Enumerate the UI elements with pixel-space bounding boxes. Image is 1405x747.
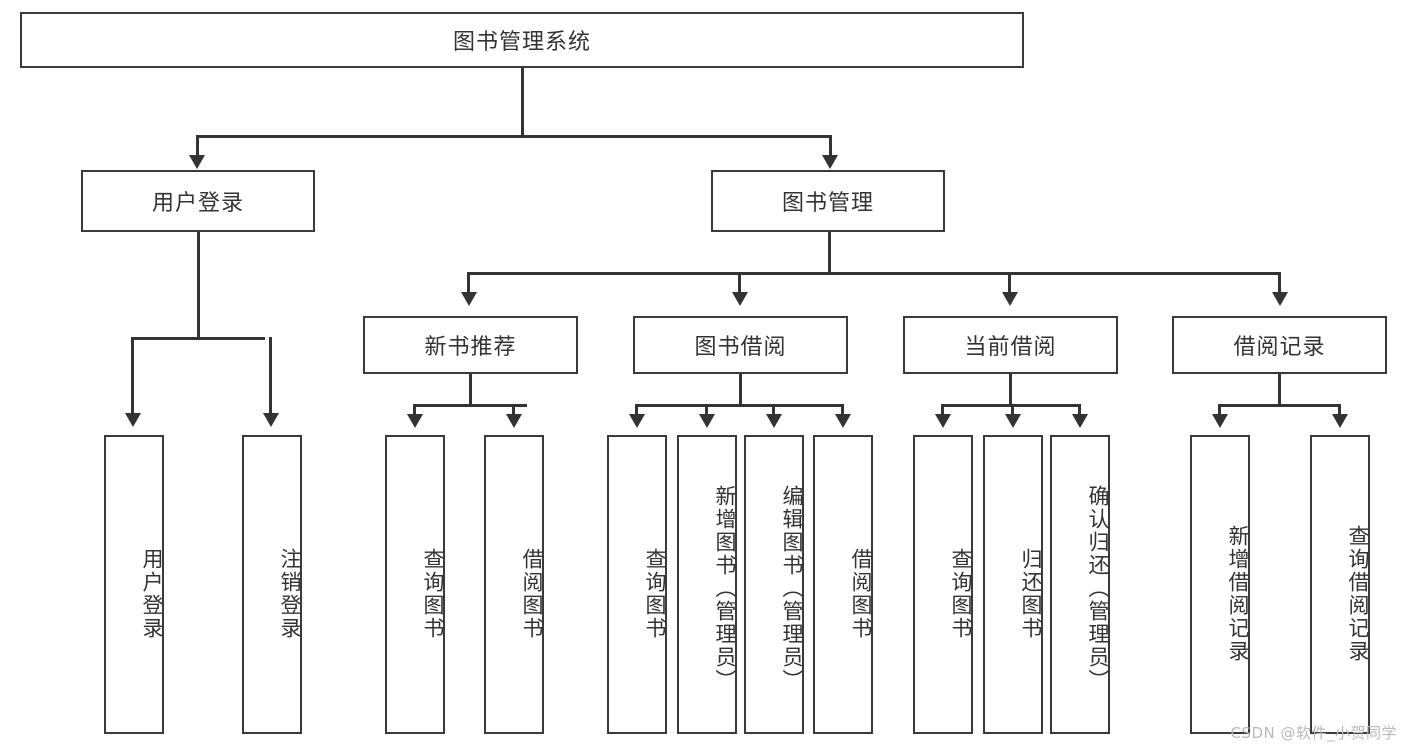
edge-bm-to-new-book xyxy=(467,272,470,294)
arrow-cb-to-leaf2 xyxy=(1005,414,1021,428)
arrow-root-to-book-manage xyxy=(822,155,838,169)
node-user-login[interactable]: 用户登录 xyxy=(81,170,315,232)
edge-new-book-bus xyxy=(413,404,527,407)
edge-book-manage-stem xyxy=(828,232,831,274)
edge-cb-to-leaf2 xyxy=(1011,404,1014,416)
leaf-edit-book[interactable]: 编辑图书（管理员） xyxy=(744,435,804,734)
edge-new-book-to-leaf2 xyxy=(512,404,515,416)
edge-bb-to-leaf2 xyxy=(705,404,708,416)
leaf-borrow-book-2[interactable]: 借阅图书 xyxy=(813,435,873,734)
arrow-br-to-leaf1 xyxy=(1212,414,1228,428)
leaf-confirm-return[interactable]: 确认归还（管理员） xyxy=(1050,435,1110,734)
node-root-system[interactable]: 图书管理系统 xyxy=(20,12,1024,68)
leaf-user-login[interactable]: 用户登录 xyxy=(104,435,164,734)
leaf-add-record[interactable]: 新增借阅记录 xyxy=(1190,435,1250,734)
edge-borrow-record-bus xyxy=(1218,404,1340,407)
leaf-query-book-1[interactable]: 查询图书 xyxy=(385,435,445,734)
edge-bb-to-leaf1 xyxy=(635,404,638,416)
arrow-bb-to-leaf1 xyxy=(629,414,645,428)
edge-book-borrow-stem xyxy=(739,374,742,406)
edge-new-book-stem xyxy=(469,374,472,406)
arrow-bb-to-leaf4 xyxy=(835,414,851,428)
edge-cb-to-leaf1 xyxy=(941,404,944,416)
leaf-borrow-book-1[interactable]: 借阅图书 xyxy=(484,435,544,734)
edge-book-manage-bus xyxy=(467,272,1281,275)
arrow-new-book-to-leaf1 xyxy=(407,414,423,428)
arrow-cb-to-leaf1 xyxy=(935,414,951,428)
edge-user-login-to-leaf1 xyxy=(131,337,134,415)
edge-new-book-to-leaf1 xyxy=(413,404,416,416)
arrow-new-book-to-leaf2 xyxy=(506,414,522,428)
edge-user-login-stem xyxy=(197,232,200,340)
node-new-book-recommend[interactable]: 新书推荐 xyxy=(363,316,578,374)
edge-root-to-book-manage xyxy=(829,135,832,157)
edge-root-to-user-login xyxy=(196,135,199,157)
edge-root-bus xyxy=(196,135,832,138)
edge-br-to-leaf2 xyxy=(1338,404,1341,416)
arrow-bb-to-leaf2 xyxy=(699,414,715,428)
edge-bm-to-book-borrow xyxy=(738,272,741,294)
edge-user-login-to-leaf2 xyxy=(269,337,272,415)
arrow-bm-to-new-book xyxy=(461,292,477,306)
edge-user-login-bus xyxy=(131,337,265,340)
arrow-bm-to-borrow-record xyxy=(1272,292,1288,306)
node-current-borrow[interactable]: 当前借阅 xyxy=(903,316,1118,374)
arrow-bm-to-book-borrow xyxy=(732,292,748,306)
edge-bb-to-leaf3 xyxy=(772,404,775,416)
edge-bb-to-leaf4 xyxy=(841,404,844,416)
edge-book-borrow-bus xyxy=(635,404,844,407)
node-book-borrow[interactable]: 图书借阅 xyxy=(633,316,848,374)
watermark-text: CSDN @软件_小贺同学 xyxy=(1230,724,1397,742)
leaf-query-book-3[interactable]: 查询图书 xyxy=(913,435,973,734)
edge-cb-to-leaf3 xyxy=(1078,404,1081,416)
node-borrow-record[interactable]: 借阅记录 xyxy=(1172,316,1387,374)
leaf-query-record[interactable]: 查询借阅记录 xyxy=(1310,435,1370,734)
edge-current-borrow-stem xyxy=(1009,374,1012,406)
leaf-logout[interactable]: 注销登录 xyxy=(242,435,302,734)
edge-br-to-leaf1 xyxy=(1218,404,1221,416)
edge-bm-to-current-borrow xyxy=(1008,272,1011,294)
leaf-add-book[interactable]: 新增图书（管理员） xyxy=(677,435,737,734)
arrow-br-to-leaf2 xyxy=(1332,414,1348,428)
arrow-root-to-user-login xyxy=(189,155,205,169)
arrow-user-login-to-leaf1 xyxy=(125,413,141,427)
leaf-return-book[interactable]: 归还图书 xyxy=(983,435,1043,734)
edge-borrow-record-stem xyxy=(1278,374,1281,406)
arrow-bm-to-current-borrow xyxy=(1002,292,1018,306)
edge-root-stem xyxy=(521,68,524,135)
leaf-query-book-2[interactable]: 查询图书 xyxy=(607,435,667,734)
arrow-user-login-to-leaf2 xyxy=(263,413,279,427)
node-book-manage[interactable]: 图书管理 xyxy=(711,170,945,232)
arrow-bb-to-leaf3 xyxy=(766,414,782,428)
edge-bm-to-borrow-record xyxy=(1278,272,1281,294)
arrow-cb-to-leaf3 xyxy=(1072,414,1088,428)
